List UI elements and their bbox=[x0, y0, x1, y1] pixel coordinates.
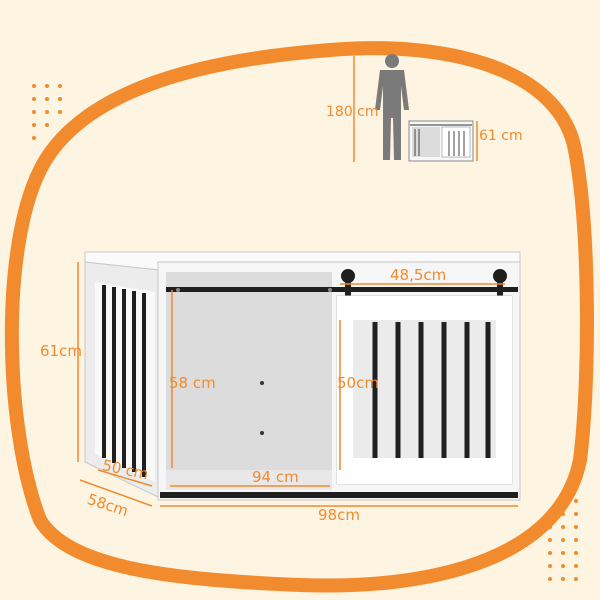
door-rail bbox=[166, 287, 518, 292]
person-height-label: 180 cm bbox=[326, 104, 379, 120]
small-cabinet bbox=[408, 120, 474, 162]
inner-height-label: 58 cm bbox=[169, 374, 216, 392]
person-silhouette bbox=[375, 54, 409, 160]
opening-floor bbox=[166, 470, 332, 490]
inner-width-label: 94 cm bbox=[252, 468, 299, 486]
measure-lines bbox=[77, 262, 518, 507]
door-height-label: 50cm bbox=[337, 374, 379, 392]
cabinet-side bbox=[84, 261, 161, 499]
height-label: 61cm bbox=[40, 342, 82, 360]
sliding-door bbox=[336, 295, 513, 485]
small-height-label: 61 cm bbox=[479, 128, 523, 144]
cabinet-base bbox=[160, 492, 518, 498]
top-width-label: 48,5cm bbox=[390, 266, 447, 284]
cabinet-opening bbox=[166, 272, 332, 478]
decor-dots-right bbox=[548, 486, 578, 581]
orange-frame bbox=[4, 41, 594, 593]
width-label: 98cm bbox=[318, 506, 360, 524]
decor-dots-left bbox=[32, 84, 62, 140]
